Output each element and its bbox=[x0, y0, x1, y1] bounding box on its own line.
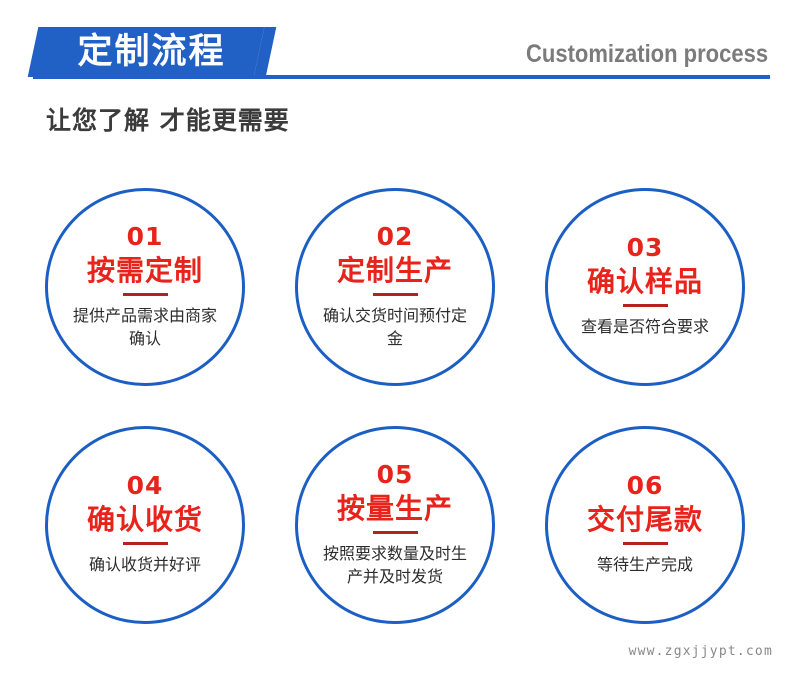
step-number: 01 bbox=[126, 221, 164, 251]
step-number: 02 bbox=[376, 221, 414, 251]
step-title: 按需定制 bbox=[86, 253, 203, 287]
step-circle-01: 01 按需定制 提供产品需求由商家确认 bbox=[45, 188, 245, 386]
step-divider-line bbox=[372, 530, 418, 534]
step-description: 提供产品需求由商家确认 bbox=[72, 305, 217, 348]
step-circle-03: 03 确认样品 查看是否符合要求 bbox=[545, 188, 745, 386]
step-title: 按量生产 bbox=[336, 491, 453, 525]
customization-steps-grid: 01 按需定制 提供产品需求由商家确认 02 定制生产 确认交货时间预付定金 0… bbox=[45, 188, 745, 624]
step-divider-line bbox=[622, 304, 668, 308]
page-header: 定制流程 Customization process bbox=[0, 0, 790, 90]
step-number: 04 bbox=[126, 470, 164, 500]
step-number: 03 bbox=[626, 232, 664, 262]
step-number: 05 bbox=[376, 459, 414, 489]
header-underline-rule bbox=[33, 75, 770, 79]
header-english-title: Customization process bbox=[525, 40, 768, 68]
step-description: 按照要求数量及时生产并及时发货 bbox=[322, 543, 467, 586]
step-circle-02: 02 定制生产 确认交货时间预付定金 bbox=[295, 188, 495, 386]
header-banner-title: 定制流程 bbox=[77, 32, 226, 72]
step-description: 等待生产完成 bbox=[596, 555, 693, 575]
step-divider-line bbox=[622, 542, 668, 546]
step-divider-line bbox=[122, 292, 168, 296]
step-description: 确认交货时间预付定金 bbox=[322, 305, 467, 348]
step-divider-line bbox=[122, 542, 168, 546]
step-description: 查看是否符合要求 bbox=[580, 317, 709, 337]
step-number: 06 bbox=[626, 470, 664, 500]
step-circle-05: 05 按量生产 按照要求数量及时生产并及时发货 bbox=[295, 426, 495, 624]
site-watermark: www.zgxjjypt.com bbox=[628, 644, 773, 659]
step-circle-04: 04 确认收货 确认收货并好评 bbox=[45, 426, 245, 624]
step-title: 交付尾款 bbox=[586, 502, 703, 536]
step-title: 定制生产 bbox=[336, 253, 453, 287]
step-divider-line bbox=[372, 292, 418, 296]
step-title: 确认收货 bbox=[86, 502, 203, 536]
step-circle-06: 06 交付尾款 等待生产完成 bbox=[545, 426, 745, 624]
step-description: 确认收货并好评 bbox=[88, 555, 201, 575]
step-title: 确认样品 bbox=[586, 264, 703, 298]
page-subtitle: 让您了解 才能更需要 bbox=[46, 106, 290, 135]
